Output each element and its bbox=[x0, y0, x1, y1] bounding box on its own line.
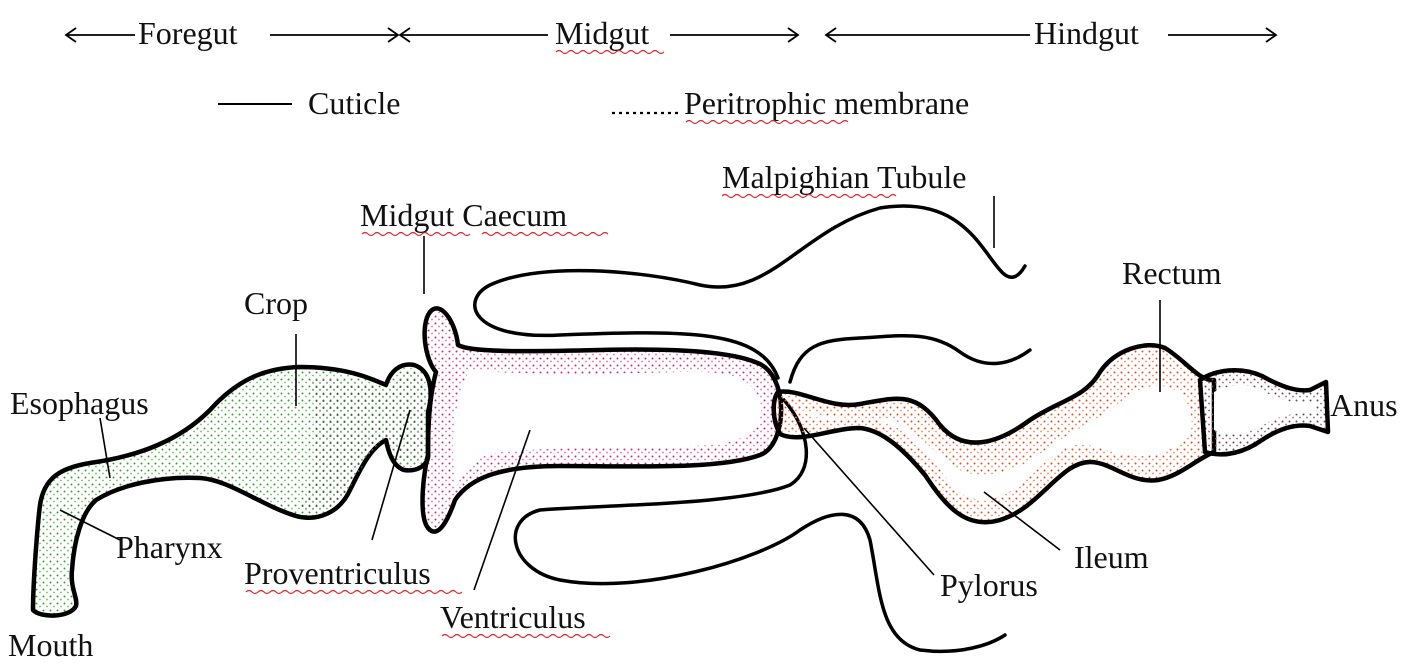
label-anus: Anus bbox=[1330, 387, 1398, 423]
legend-label-peritrophic: Peritrophic membrane bbox=[684, 85, 969, 121]
label-pylorus: Pylorus bbox=[940, 567, 1038, 603]
proventriculus-stipple bbox=[300, 372, 426, 511]
label-ventriculus: Ventriculus bbox=[440, 599, 586, 635]
label-pharynx: Pharynx bbox=[116, 529, 223, 565]
spellcheck-underline bbox=[362, 233, 608, 236]
label-proventriculus: Proventriculus bbox=[244, 555, 431, 591]
label-malpighian-tubule: Malpighian Tubule bbox=[722, 159, 966, 195]
region-label-hindgut: Hindgut bbox=[1034, 15, 1139, 51]
spellcheck-underline bbox=[722, 195, 896, 198]
label-ileum: Ileum bbox=[1074, 539, 1149, 575]
legend-label-cuticle: Cuticle bbox=[308, 85, 400, 121]
label-crop: Crop bbox=[244, 285, 308, 321]
region-label-midgut: Midgut bbox=[555, 15, 649, 51]
label-rectum: Rectum bbox=[1122, 255, 1222, 291]
label-mouth: Mouth bbox=[8, 627, 93, 663]
malpighian-tubule bbox=[790, 336, 1030, 382]
label-midgut-caecum: Midgut Caecum bbox=[360, 197, 567, 233]
label-esophagus: Esophagus bbox=[10, 385, 149, 421]
region-label-foregut: Foregut bbox=[138, 15, 238, 51]
